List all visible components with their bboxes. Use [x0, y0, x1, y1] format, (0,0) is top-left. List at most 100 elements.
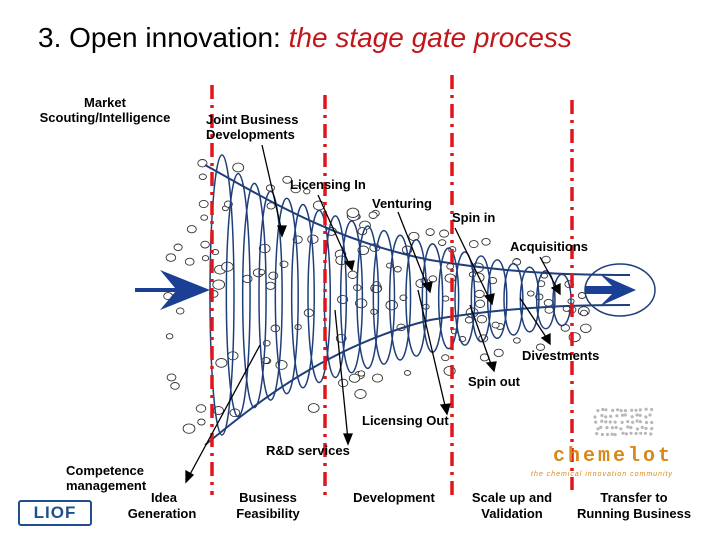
chemelot-dot [638, 413, 642, 417]
idea-bubble [368, 211, 378, 219]
chemelot-dot [610, 426, 614, 430]
chemelot-dot [596, 409, 600, 413]
funnel-loop [503, 262, 524, 336]
stage-business-line1: Business [239, 490, 297, 505]
stage-development-line1: Development [353, 490, 435, 505]
idea-bubble [175, 307, 185, 315]
funnel-loop [454, 251, 476, 346]
label-spin-out: Spin out [468, 374, 520, 389]
idea-bubble [475, 299, 486, 308]
stage-transfer: Transfer to Running Business [566, 490, 702, 522]
pointer-spin-in [454, 227, 491, 301]
label-joint-business: Joint Business Developments [206, 112, 298, 142]
idea-bubble [346, 207, 360, 218]
chemelot-dot [616, 408, 620, 412]
idea-bubble [265, 184, 275, 192]
idea-bubble [474, 289, 485, 299]
chemelot-dot [601, 407, 605, 412]
idea-bubble [165, 253, 177, 262]
idea-bubble [348, 373, 361, 383]
stage-business-line2: Feasibility [236, 506, 300, 521]
page-title: 3. Open innovation: the stage gate proce… [38, 22, 572, 54]
idea-bubble [307, 234, 319, 244]
idea-bubble [580, 323, 592, 333]
funnel-loop [372, 229, 396, 365]
idea-bubble [357, 370, 366, 377]
pointer-divestments-head [540, 332, 551, 346]
chemelot-dots [593, 407, 654, 437]
funnel-loop [405, 238, 428, 357]
idea-bubble [170, 382, 180, 390]
chemelot-dot [619, 409, 623, 413]
funnel-loop [535, 270, 556, 330]
chemelot-dot [605, 432, 610, 437]
idea-bubble [186, 225, 197, 234]
funnel-loop [209, 154, 235, 436]
chemelot-dot [635, 413, 639, 417]
label-market-scouting-line2: Scouting/Intelligence [39, 110, 171, 125]
funnel-loop [356, 225, 380, 370]
chemelot-dot [623, 413, 627, 417]
chemelot-dot [615, 414, 619, 418]
pointer-joint-business [261, 144, 283, 233]
chemelot-dot [634, 408, 638, 412]
pointer-spin-in-head [483, 293, 495, 306]
chemelot-logo: chemelot the chemical innovation communi… [525, 405, 705, 485]
idea-bubble [385, 300, 398, 311]
chemelot-dot [621, 431, 625, 435]
chemelot-dot [620, 413, 625, 417]
chemelot-dot [613, 433, 617, 437]
title-accent: the stage gate process [288, 22, 572, 53]
chemelot-dot [620, 420, 624, 424]
liof-logo-text: LIOF [33, 503, 77, 522]
pointer-licensing-in-head [343, 260, 355, 272]
idea-bubble [444, 273, 456, 283]
stage-development: Development [342, 490, 446, 506]
idea-bubble [307, 403, 320, 413]
chemelot-dot [640, 425, 644, 429]
funnel-loop [225, 172, 251, 418]
idea-bubble [195, 404, 207, 413]
funnel-top-curve [204, 164, 631, 276]
idea-bubble [372, 373, 383, 383]
chemelot-word: chemelot [553, 445, 674, 468]
label-joint-business-line1: Joint Business [206, 112, 299, 127]
chemelot-dot [595, 432, 599, 436]
chemelot-dot [650, 407, 654, 412]
label-licensing-in: Licensing In [290, 177, 366, 192]
idea-bubble [355, 298, 368, 309]
idea-bubble [491, 321, 500, 329]
idea-bubble [428, 275, 438, 283]
idea-bubble [535, 343, 546, 351]
idea-bubble [173, 243, 183, 252]
idea-bubble [198, 173, 207, 181]
idea-bubble [165, 333, 174, 340]
pointer-spin-out-head [485, 361, 497, 373]
idea-bubble [268, 271, 279, 280]
idea-bubble [184, 257, 195, 266]
chemelot-dot [594, 420, 598, 424]
stage-idea-generation: Idea Generation [112, 490, 212, 522]
idea-bubble [399, 294, 408, 301]
idea-bubble [543, 298, 554, 307]
stage-transfer-line1: Transfer to [600, 490, 668, 505]
pointer-rd-services [334, 309, 349, 441]
pointer-divestments [519, 297, 549, 341]
idea-bubble [438, 239, 447, 246]
idea-bubble [527, 290, 535, 297]
chemelot-dot [635, 419, 639, 423]
funnel-loop [339, 220, 364, 374]
stage-scale-line2: Validation [481, 506, 543, 521]
pointer-licensing-in [317, 194, 351, 267]
idea-bubble [580, 309, 588, 317]
label-venturing: Venturing [372, 196, 432, 211]
chemelot-dot [638, 408, 642, 412]
idea-bubble [166, 373, 177, 382]
chemelot-dot [626, 425, 630, 429]
idea-bubble [197, 418, 206, 426]
idea-bubble [290, 184, 301, 194]
label-market-scouting: Market Scouting/Intelligence [20, 95, 190, 125]
label-competence-line2: management [66, 478, 147, 493]
chemelot-dot [599, 425, 603, 429]
